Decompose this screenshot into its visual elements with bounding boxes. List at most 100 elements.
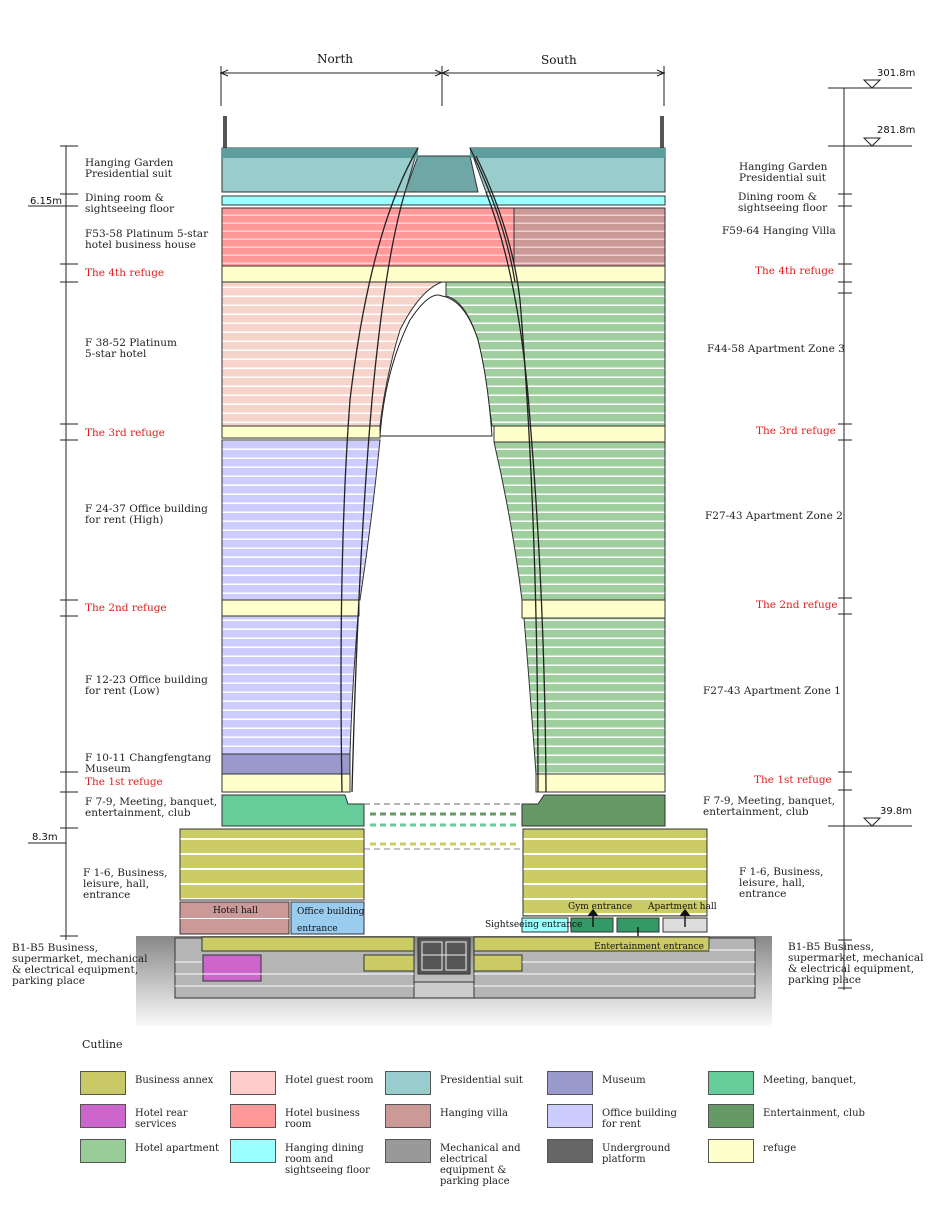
legend-swatch bbox=[385, 1071, 431, 1095]
right-label-basement: B1-B5 Business, supermarket, mechanical … bbox=[788, 941, 924, 986]
entertainment-entrance-label: Entertainment entrance bbox=[594, 942, 704, 952]
refuge-band-3-south bbox=[493, 425, 666, 443]
antenna-north bbox=[223, 116, 227, 149]
right-label-refuge-1: The 1st refuge bbox=[754, 774, 832, 786]
leg-outline-curves bbox=[340, 147, 547, 793]
refuge-band-2-north bbox=[221, 599, 360, 617]
hotel-guest-room-zone bbox=[221, 281, 443, 427]
legend-swatch bbox=[385, 1104, 431, 1128]
legend-swatch bbox=[230, 1104, 276, 1128]
left-label-refuge-4: The 4th refuge bbox=[85, 267, 165, 279]
hotel-hall-label: Hotel hall bbox=[213, 906, 258, 916]
dining-sightseeing-band bbox=[221, 195, 666, 206]
legend-swatch bbox=[80, 1104, 126, 1128]
basement-zone bbox=[174, 936, 756, 999]
office-high-zone bbox=[221, 439, 381, 601]
legend-swatch bbox=[547, 1071, 593, 1095]
refuge-band-1-south bbox=[535, 773, 666, 793]
legend-label: refuge bbox=[763, 1143, 797, 1154]
left-label-refuge-1: The 1st refuge bbox=[85, 776, 163, 788]
right-label-refuge-3: The 3rd refuge bbox=[756, 425, 836, 437]
legend-label: Hanging dining room and sightseeing floo… bbox=[285, 1143, 370, 1176]
left-label-meeting: F 7-9, Meeting, banquet, entertainment, … bbox=[85, 796, 218, 819]
left-label-refuge-2: The 2nd refuge bbox=[85, 602, 167, 614]
legend-swatch bbox=[385, 1139, 431, 1163]
antenna-south bbox=[660, 116, 664, 149]
business-annex-north bbox=[179, 828, 365, 901]
legend-label: Hotel guest room bbox=[285, 1075, 374, 1086]
office-entrance-label: Office building entrance bbox=[297, 907, 365, 934]
elevation-left-small: 6.15m bbox=[30, 196, 63, 207]
legend-label: Underground platform bbox=[602, 1143, 671, 1165]
south-label: South bbox=[541, 53, 577, 67]
north-label: North bbox=[317, 52, 354, 66]
legend-swatch bbox=[547, 1104, 593, 1128]
refuge-band-1-north bbox=[221, 773, 351, 793]
hanging-villa-zone bbox=[513, 207, 666, 267]
left-label-dining: Dining room & sightseeing floor bbox=[85, 192, 175, 215]
arch-opening bbox=[379, 294, 493, 437]
legend-label: Hotel rear services bbox=[135, 1108, 188, 1130]
left-label-office-high: F 24-37 Office building for rent (High) bbox=[85, 503, 208, 526]
legend-swatch bbox=[547, 1139, 593, 1163]
office-low-zone bbox=[221, 615, 359, 755]
legend-swatch bbox=[708, 1104, 754, 1128]
elevation-left-base: 8.3m bbox=[32, 832, 58, 843]
legend-label: Presidential suit bbox=[440, 1075, 523, 1086]
right-label-apartment-1: F27-43 Apartment Zone 1 bbox=[703, 685, 841, 697]
left-label-refuge-3: The 3rd refuge bbox=[85, 427, 165, 439]
refuge-band-3-north bbox=[221, 425, 381, 439]
apartment-hall-label: Apartment hall bbox=[648, 902, 717, 912]
left-level-axis bbox=[28, 145, 78, 940]
legend-label: Hanging villa bbox=[440, 1108, 508, 1119]
elevation-podium: 39.8m bbox=[880, 806, 913, 817]
right-label-business-leisure: F 1-6, Business, leisure, hall, entrance bbox=[739, 866, 824, 900]
left-label-presidential: Hanging Garden Presidential suit bbox=[85, 157, 174, 180]
left-label-basement: B1-B5 Business, supermarket, mechanical … bbox=[12, 942, 148, 987]
legend-label: Entertainment, club bbox=[763, 1108, 865, 1119]
right-label-presidential: Hanging Garden Presidential suit bbox=[739, 161, 828, 184]
legend-label: Hotel apartment bbox=[135, 1143, 220, 1154]
sky-bridge-dashes bbox=[364, 803, 522, 850]
left-label-business-house: F53-58 Platinum 5-star hotel business ho… bbox=[85, 228, 209, 251]
legend-swatch bbox=[230, 1139, 276, 1163]
hotel-business-room-zone bbox=[221, 207, 515, 267]
left-label-office-low: F 12-23 Office building for rent (Low) bbox=[85, 674, 208, 697]
legend-label: Business annex bbox=[135, 1075, 214, 1086]
left-label-platinum-hotel: F 38-52 Platinum 5-star hotel bbox=[85, 337, 177, 360]
business-annex-south bbox=[522, 828, 708, 917]
right-label-villa: F59-64 Hanging Villa bbox=[722, 225, 836, 237]
legend-swatch bbox=[708, 1139, 754, 1163]
elevation-top: 301.8m bbox=[877, 68, 916, 79]
right-label-refuge-4: The 4th refuge bbox=[755, 265, 835, 277]
presidential-suite-zone bbox=[221, 147, 666, 193]
legend-label: Mechanical and electrical equipment & pa… bbox=[440, 1143, 521, 1187]
right-label-apartment-3: F44-58 Apartment Zone 3 bbox=[707, 343, 845, 355]
left-label-business-leisure: F 1-6, Business, leisure, hall, entrance bbox=[83, 867, 168, 901]
meeting-banquet-zone bbox=[221, 794, 365, 827]
gym-entrance-label: Gym entrance bbox=[568, 902, 633, 912]
legend-swatch bbox=[708, 1071, 754, 1095]
right-level-axis bbox=[828, 79, 912, 990]
legend-label: Museum bbox=[602, 1075, 646, 1086]
legend-swatch bbox=[230, 1071, 276, 1095]
sightseeing-entrance-block bbox=[521, 917, 569, 933]
legend-swatch bbox=[80, 1071, 126, 1095]
right-label-meeting: F 7-9, Meeting, banquet, entertainment, … bbox=[703, 795, 836, 818]
gym-entrance-block bbox=[570, 917, 614, 933]
legend-swatch bbox=[80, 1139, 126, 1163]
right-label-refuge-2: The 2nd refuge bbox=[756, 599, 838, 611]
north-south-dimension bbox=[219, 66, 666, 106]
left-label-museum: F 10-11 Changfengtang Museum bbox=[85, 752, 212, 775]
right-label-apartment-2: F27-43 Apartment Zone 2 bbox=[705, 510, 843, 522]
legend-title: Cutline bbox=[82, 1038, 123, 1051]
office-entrance-block bbox=[290, 901, 365, 935]
refuge-band-4 bbox=[221, 265, 666, 283]
legend-label: Meeting, banquet, bbox=[763, 1075, 857, 1086]
right-label-dining: Dining room & sightseeing floor bbox=[738, 191, 828, 214]
apartment-zone-2 bbox=[493, 441, 666, 601]
legend-label: Office building for rent bbox=[602, 1108, 677, 1130]
legend-label: Hotel business room bbox=[285, 1108, 360, 1130]
sightseeing-entrance-label: Sightseeing entrance bbox=[485, 920, 583, 930]
